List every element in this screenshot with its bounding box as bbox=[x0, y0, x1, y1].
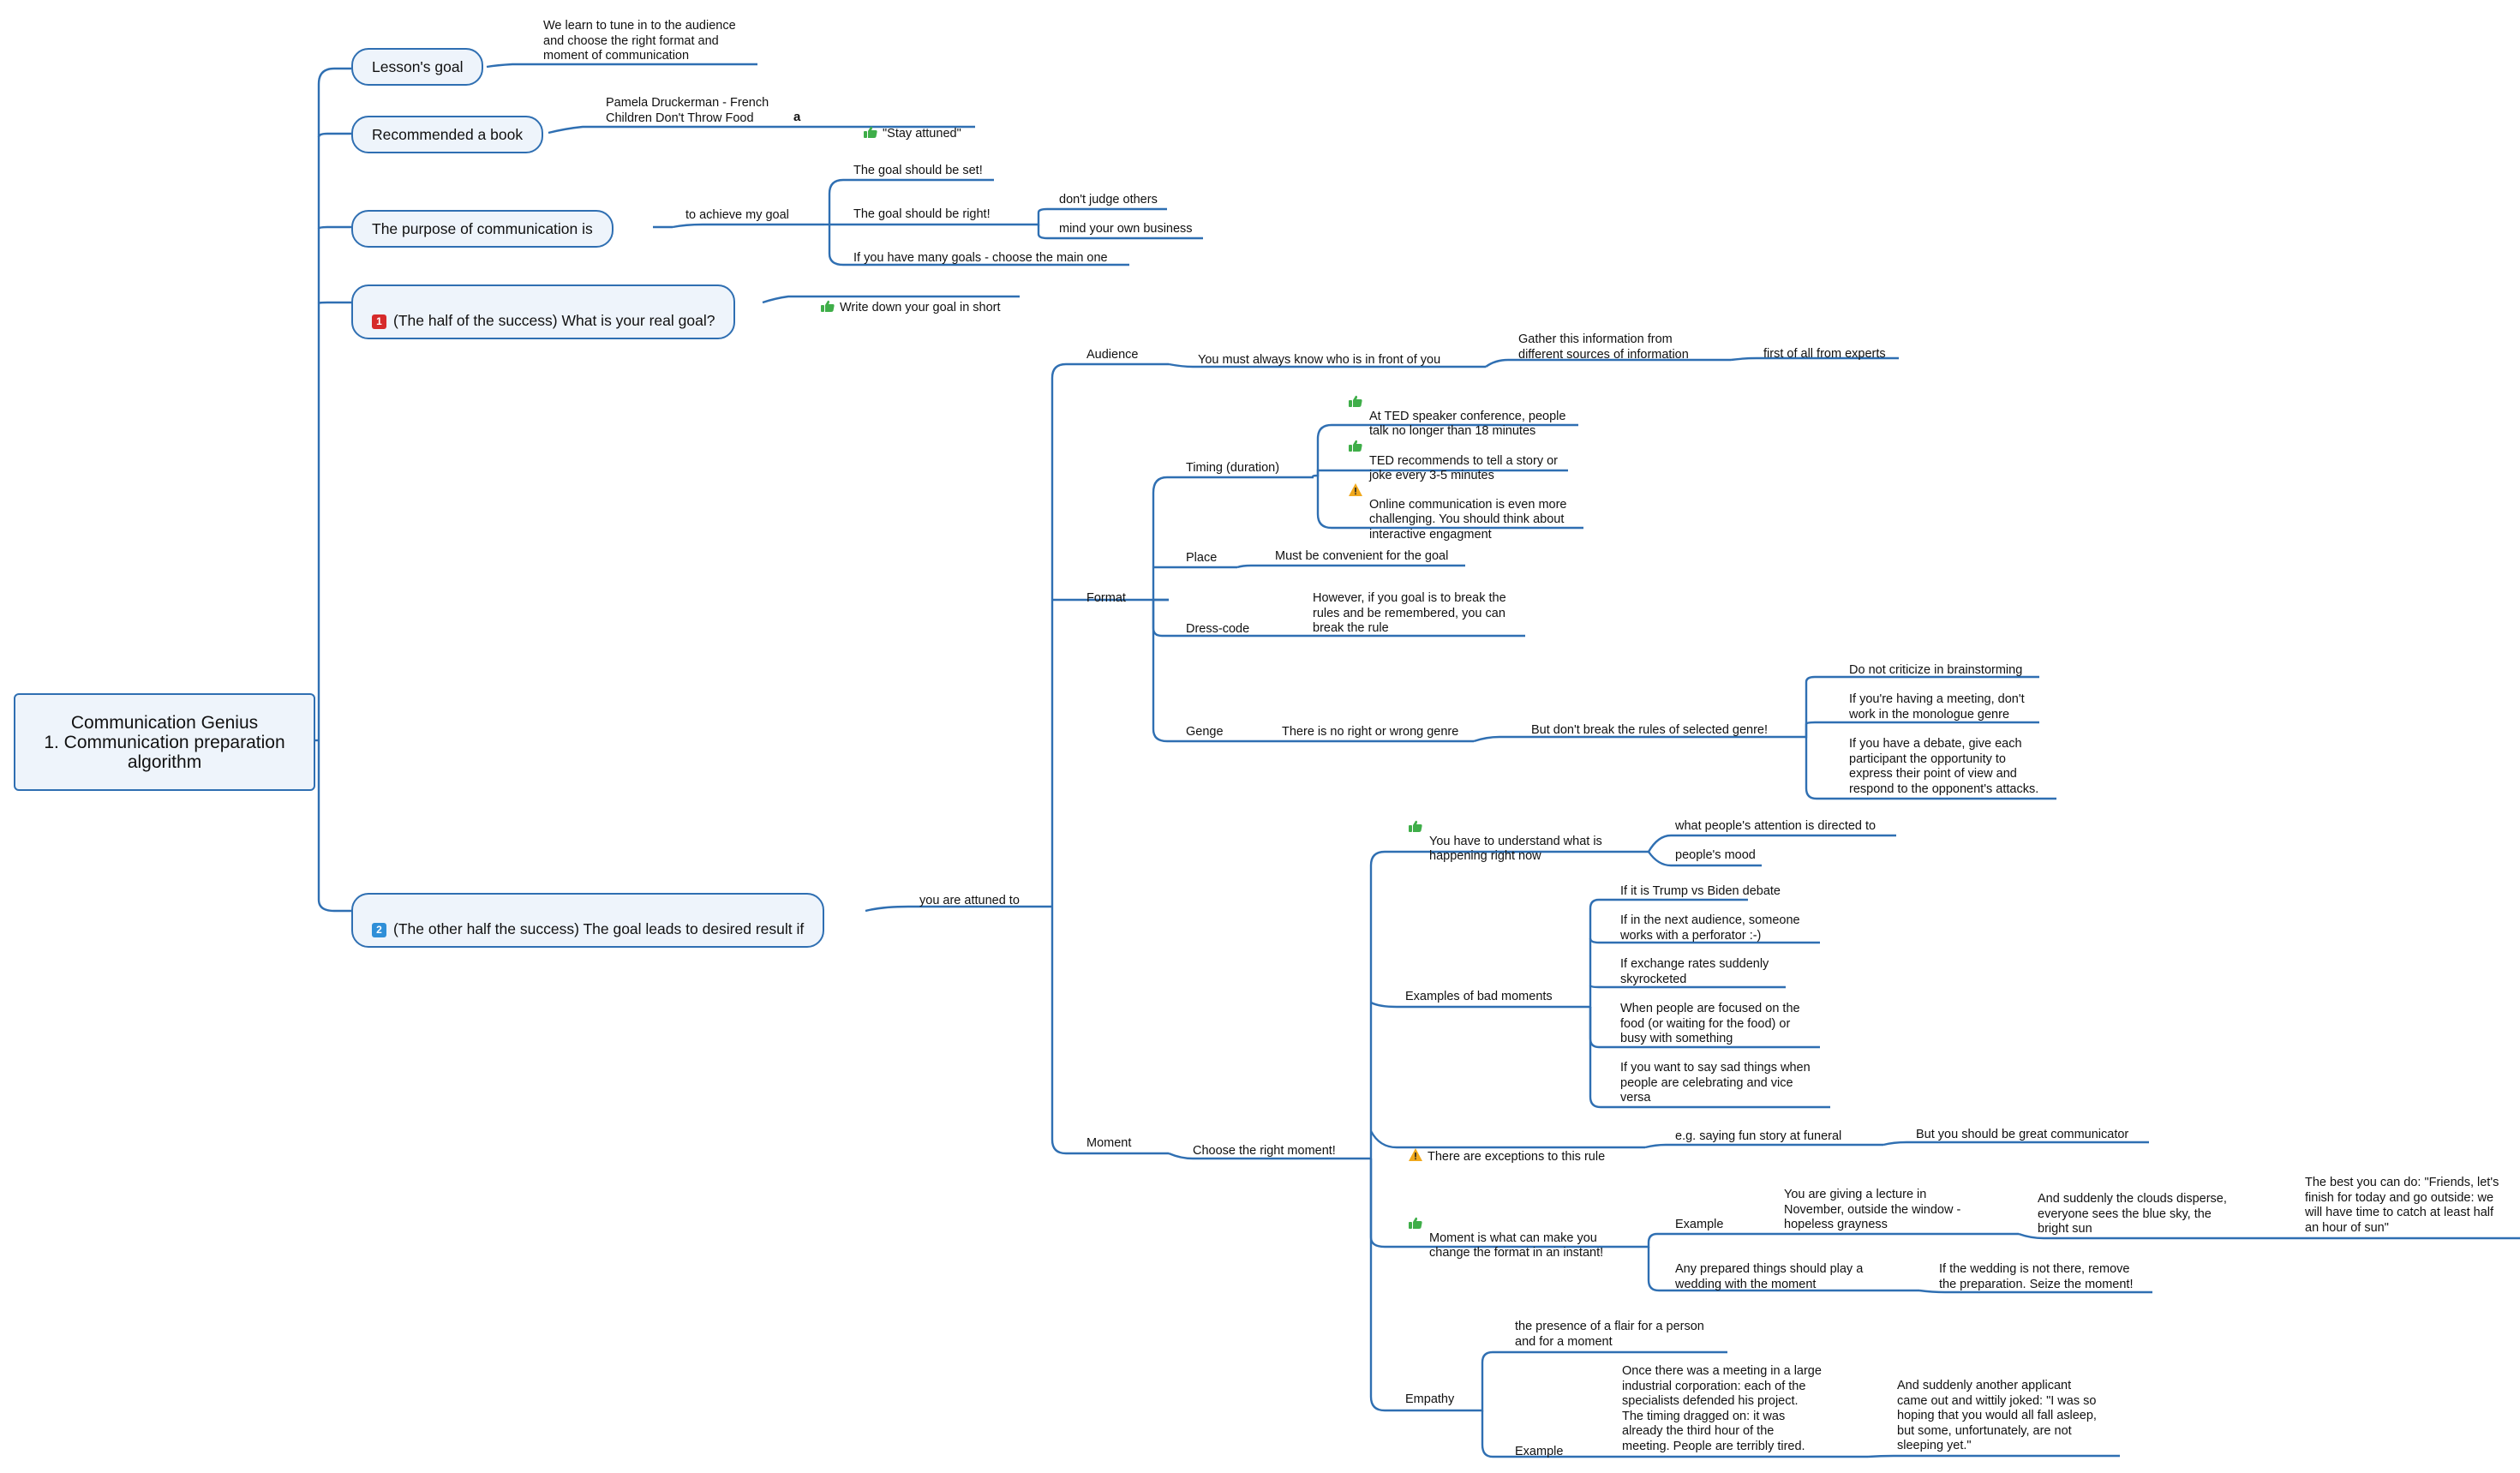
format-place[interactable]: Place bbox=[1186, 551, 1218, 565]
example-clouds[interactable]: And suddenly the clouds disperse, everyo… bbox=[2038, 1192, 2227, 1236]
priority-1-badge: 1 bbox=[372, 314, 386, 329]
change-example[interactable]: Example bbox=[1675, 1218, 1724, 1231]
book-title[interactable]: Pamela Druckerman - French Children Don'… bbox=[606, 96, 769, 125]
format[interactable]: Format bbox=[1086, 591, 1126, 605]
change-wedding[interactable]: Any prepared things should play a weddin… bbox=[1675, 1262, 1864, 1291]
stay-attuned[interactable]: "Stay attuned" bbox=[864, 111, 961, 141]
place-text[interactable]: Must be convenient for the goal bbox=[1275, 549, 1449, 563]
topic-lessons-goal[interactable]: Lesson's goal bbox=[351, 48, 484, 86]
attuned-to[interactable]: you are attuned to bbox=[919, 894, 1020, 907]
thumbs-up-icon bbox=[1409, 1217, 1422, 1229]
moment-choose[interactable]: Choose the right moment! bbox=[1193, 1144, 1336, 1158]
audience-experts[interactable]: first of all from experts bbox=[1763, 347, 1886, 361]
amazon-icon: a bbox=[793, 110, 801, 124]
achieve-goal[interactable]: to achieve my goal bbox=[685, 208, 789, 222]
lessons-goal-text[interactable]: We learn to tune in to the audience and … bbox=[543, 19, 736, 63]
format-dress-code[interactable]: Dress-code bbox=[1186, 622, 1250, 636]
root-topic[interactable]: Communication Genius 1. Communication pr… bbox=[14, 693, 315, 791]
many-goals[interactable]: If you have many goals - choose the main… bbox=[853, 251, 1108, 265]
goal-right[interactable]: The goal should be right! bbox=[853, 207, 991, 221]
topic-half-success[interactable]: 1(The half of the success) What is your … bbox=[351, 284, 736, 339]
topic-other-half[interactable]: 2(The other half the success) The goal l… bbox=[351, 893, 825, 948]
example-best[interactable]: The best you can do: "Friends, let's fin… bbox=[2305, 1176, 2499, 1235]
priority-2-badge: 2 bbox=[372, 923, 386, 937]
moment-change[interactable]: Moment is what can make you change the f… bbox=[1409, 1216, 1603, 1276]
audience-gather[interactable]: Gather this information from different s… bbox=[1518, 332, 1689, 362]
audience[interactable]: Audience bbox=[1086, 348, 1139, 362]
timing-ted1[interactable]: At TED speaker conference, people talk n… bbox=[1349, 394, 1565, 454]
moment-exceptions[interactable]: There are exceptions to this rule bbox=[1409, 1133, 1605, 1165]
warning-icon bbox=[1409, 1147, 1422, 1161]
bad-example-4[interactable]: When people are focused on the food (or … bbox=[1620, 1002, 1800, 1045]
thumbs-up-icon bbox=[821, 300, 835, 312]
moment[interactable]: Moment bbox=[1086, 1136, 1132, 1150]
format-timing[interactable]: Timing (duration) bbox=[1186, 461, 1280, 475]
exception-great[interactable]: But you should be great communicator bbox=[1916, 1128, 2129, 1141]
timing-ted2[interactable]: TED recommends to tell a story or joke e… bbox=[1349, 439, 1558, 499]
dress-text[interactable]: However, if you goal is to break the rul… bbox=[1313, 591, 1506, 635]
genge-dont-break[interactable]: But don't break the rules of selected ge… bbox=[1531, 723, 1769, 737]
thumbs-up-icon bbox=[1349, 440, 1362, 452]
genge-debate[interactable]: If you have a debate, give each particip… bbox=[1849, 737, 2039, 796]
moment-empathy[interactable]: Empathy bbox=[1405, 1392, 1455, 1406]
genge-no-genre[interactable]: There is no right or wrong genre bbox=[1282, 725, 1459, 739]
warning-icon bbox=[1349, 483, 1362, 496]
thumbs-up-icon bbox=[864, 126, 877, 138]
topic-recommended-book[interactable]: Recommended a book bbox=[351, 116, 544, 153]
topic-purpose[interactable]: The purpose of communication is bbox=[351, 210, 614, 248]
mind-business[interactable]: mind your own business bbox=[1059, 222, 1193, 236]
moment-attention[interactable]: what people's attention is directed to bbox=[1675, 819, 1877, 833]
empathy-corporation[interactable]: Once there was a meeting in a large indu… bbox=[1622, 1364, 1822, 1453]
write-goal[interactable]: Write down your goal in short bbox=[821, 284, 1001, 315]
empathy-applicant[interactable]: And suddenly another applicant came out … bbox=[1897, 1379, 2097, 1452]
bad-example-3[interactable]: If exchange rates suddenly skyrocketed bbox=[1620, 957, 1769, 986]
thumbs-up-icon bbox=[1409, 820, 1422, 832]
empathy-example[interactable]: Example bbox=[1515, 1445, 1564, 1458]
wedding-text[interactable]: If the wedding is not there, remove the … bbox=[1939, 1262, 2134, 1291]
thumbs-up-icon bbox=[1349, 395, 1362, 407]
bad-example-1[interactable]: If it is Trump vs Biden debate bbox=[1620, 884, 1781, 898]
genge-meeting[interactable]: If you're having a meeting, don't work i… bbox=[1849, 692, 2025, 722]
example-lecture[interactable]: You are giving a lecture in November, ou… bbox=[1784, 1188, 1961, 1231]
bad-example-2[interactable]: If in the next audience, someone works w… bbox=[1620, 913, 1800, 943]
empathy-flair[interactable]: the presence of a flair for a person and… bbox=[1515, 1320, 1704, 1349]
exception-funeral[interactable]: e.g. saying fun story at funeral bbox=[1675, 1129, 1842, 1143]
goal-set[interactable]: The goal should be set! bbox=[853, 164, 983, 177]
moment-mood[interactable]: people's mood bbox=[1675, 848, 1756, 862]
timing-online[interactable]: Online communication is even more challe… bbox=[1349, 482, 1567, 558]
moment-bad-examples[interactable]: Examples of bad moments bbox=[1405, 990, 1553, 1003]
moment-understand[interactable]: You have to understand what is happening… bbox=[1409, 819, 1602, 879]
dont-judge[interactable]: don't judge others bbox=[1059, 193, 1158, 207]
bad-example-5[interactable]: If you want to say sad things when peopl… bbox=[1620, 1061, 1811, 1105]
format-genge[interactable]: Genge bbox=[1186, 725, 1224, 739]
genge-brainstorm[interactable]: Do not criticize in brainstorming bbox=[1849, 663, 2023, 677]
audience-know[interactable]: You must always know who is in front of … bbox=[1198, 353, 1441, 367]
